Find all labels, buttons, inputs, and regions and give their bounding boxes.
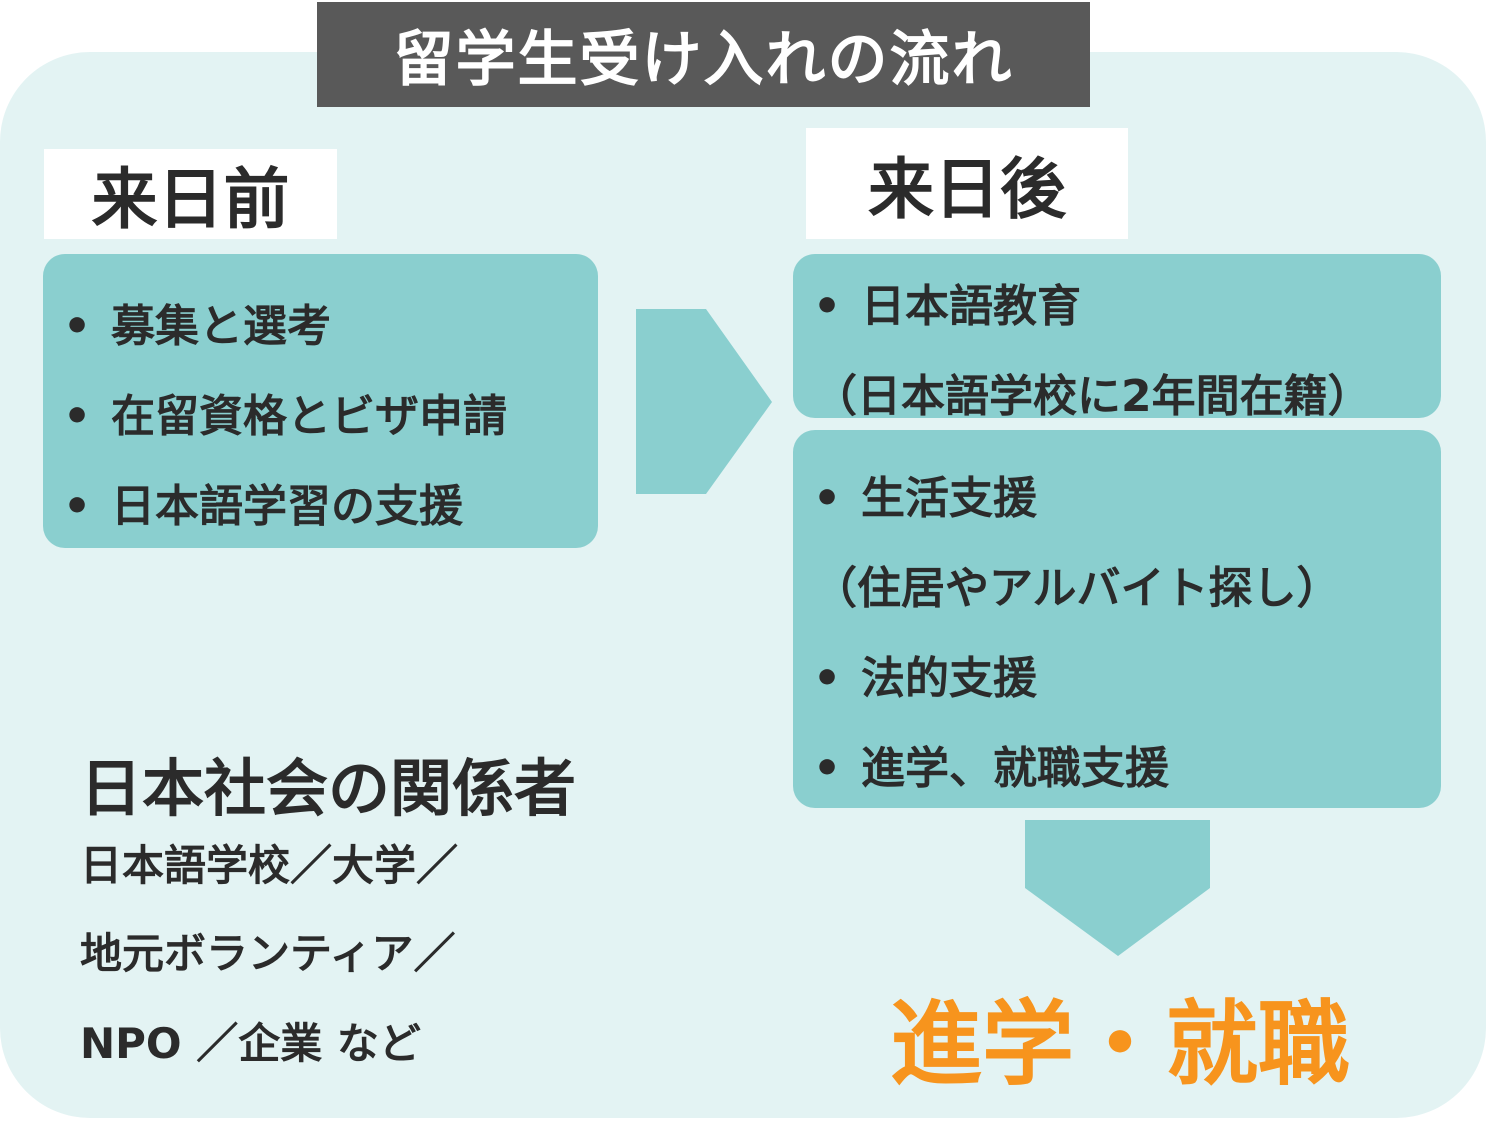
before-arrival-label: 来日前 <box>44 149 337 239</box>
bullet: • <box>63 301 92 352</box>
before-arrival-box: • 募集と選考 • 在留資格とビザ申請 • 日本語学習の支援 <box>43 254 598 548</box>
right-arrow-icon <box>636 309 772 494</box>
list-item: • 日本語教育 <box>813 270 1081 334</box>
diagram-title: 留学生受け入れの流れ <box>317 2 1090 107</box>
note-text: （住居やアルバイト探し） <box>813 563 1341 614</box>
bullet: • <box>63 481 92 532</box>
list-item: • 進学、就職支援 <box>813 732 1169 796</box>
bullet: • <box>63 391 92 442</box>
item-text: 日本語学習の支援 <box>111 481 463 532</box>
list-item: • 生活支援 <box>813 462 1037 526</box>
bullet: • <box>813 653 842 704</box>
down-arrow-icon <box>1025 820 1210 956</box>
bullet: • <box>813 281 842 332</box>
stakeholders-line: 日本語学校／大学／ <box>80 841 459 890</box>
bullet: • <box>813 473 842 524</box>
item-text: 募集と選考 <box>111 301 331 352</box>
list-item: • 日本語学習の支援 <box>63 470 463 534</box>
stakeholders-line: NPO ／企業 など <box>80 1019 421 1068</box>
stakeholders-line: 地元ボランティア／ <box>80 929 456 978</box>
item-text: 進学、就職支援 <box>861 743 1169 794</box>
list-item: • 在留資格とビザ申請 <box>63 380 507 444</box>
item-text: 生活支援 <box>861 473 1037 524</box>
note-text: （日本語学校に2年間在籍） <box>813 371 1372 422</box>
item-text: 在留資格とビザ申請 <box>111 391 507 442</box>
item-text: 法的支援 <box>861 653 1037 704</box>
after-arrival-label: 来日後 <box>806 128 1128 239</box>
stakeholders-heading: 日本社会の関係者 <box>80 752 577 825</box>
list-item: • 募集と選考 <box>63 290 331 354</box>
after-arrival-box-support: • 生活支援 （住居やアルバイト探し） • 法的支援 • 進学、就職支援 <box>793 430 1441 808</box>
list-item: • 法的支援 <box>813 642 1037 706</box>
bullet: • <box>813 743 842 794</box>
after-arrival-box-education: • 日本語教育 （日本語学校に2年間在籍） <box>793 254 1441 422</box>
item-text: 日本語教育 <box>861 281 1081 332</box>
goal-text: 進学・就職 <box>889 991 1350 1098</box>
